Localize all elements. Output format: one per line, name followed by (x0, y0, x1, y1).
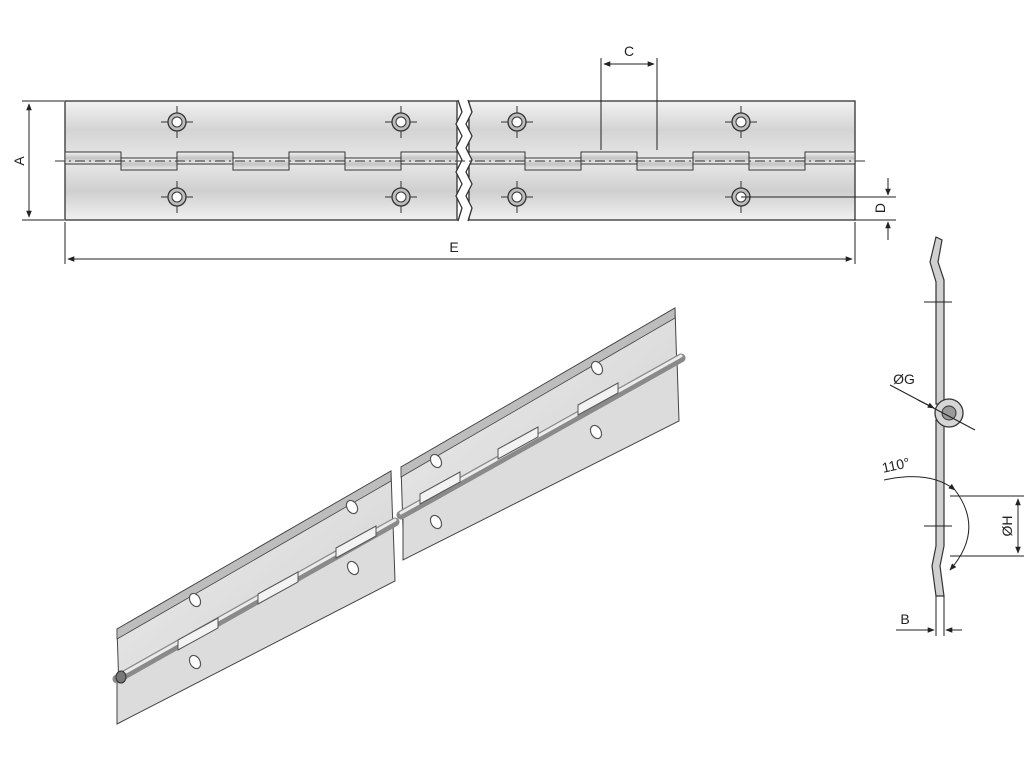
mounting-hole (501, 106, 533, 138)
dimension-G: ØG (889, 371, 976, 431)
label-A: A (11, 156, 27, 166)
knuckle-segment (176, 151, 234, 165)
label-C: C (624, 43, 634, 59)
iso-left-top-leaf-edge (116, 470, 392, 640)
label-B: B (900, 611, 909, 627)
dimension-B: B (896, 596, 962, 636)
iso-hole (188, 654, 202, 670)
dimension-H: ØH (950, 495, 1024, 557)
mounting-hole (725, 106, 757, 138)
label-angle: 110° (880, 454, 911, 475)
side-section-view: ØG 110° ØH B (880, 236, 1024, 636)
knuckle-segment (232, 157, 290, 171)
dimension-C: C (600, 43, 658, 150)
iso-hole (429, 514, 443, 530)
dimension-E: E (64, 222, 856, 264)
mounting-hole (161, 106, 193, 138)
iso-hole (429, 453, 443, 469)
mounting-hole (385, 106, 417, 138)
knuckle-segment (288, 151, 346, 165)
label-G: ØG (893, 371, 915, 387)
side-upper-leaf (929, 236, 945, 405)
iso-hole (589, 424, 603, 440)
label-E: E (449, 239, 458, 255)
mounting-holes (161, 106, 757, 213)
knuckle-segment (468, 151, 526, 165)
knuckle-segment (692, 151, 750, 165)
label-D: D (872, 203, 888, 213)
iso-hole (188, 592, 202, 608)
iso-segment-right (396, 307, 686, 561)
iso-knuckle (177, 617, 219, 651)
knuckle-segment (344, 157, 402, 171)
knuckle-segment (64, 151, 122, 165)
knuckle-segment (400, 151, 458, 165)
iso-knuckle (497, 426, 539, 460)
isometric-view (112, 307, 686, 725)
knuckle-segment (524, 157, 582, 171)
iso-right-top-leaf-edge (400, 307, 676, 478)
mounting-hole (385, 181, 417, 213)
iso-hole (346, 560, 360, 576)
knuckle-segment (120, 157, 178, 171)
dimension-angle: 110° (880, 454, 970, 571)
top-left-leaf-upper (64, 100, 458, 160)
knuckle-segment (636, 157, 694, 171)
iso-pin-end (115, 670, 127, 684)
label-H: ØH (999, 516, 1015, 537)
iso-hole (590, 360, 604, 376)
top-right-leaf-lower (468, 161, 856, 221)
top-view: A C D E (11, 43, 896, 264)
dimension-A: A (11, 100, 64, 221)
iso-knuckle (419, 471, 461, 505)
iso-knuckle (335, 525, 377, 559)
top-right-leaf-upper (468, 100, 856, 160)
iso-knuckle (577, 382, 619, 416)
mounting-hole (501, 181, 533, 213)
side-pin (941, 405, 957, 421)
top-left-leaf-lower (64, 161, 458, 221)
knuckle-segment (804, 151, 856, 165)
knuckle-segment (580, 151, 638, 165)
iso-hole (345, 499, 359, 515)
knuckle-segment (748, 157, 806, 171)
dimension-D: D (741, 178, 896, 240)
mounting-hole (161, 181, 193, 213)
iso-details (177, 360, 619, 670)
side-lower-leaf (931, 419, 945, 597)
iso-knuckle (257, 571, 299, 605)
